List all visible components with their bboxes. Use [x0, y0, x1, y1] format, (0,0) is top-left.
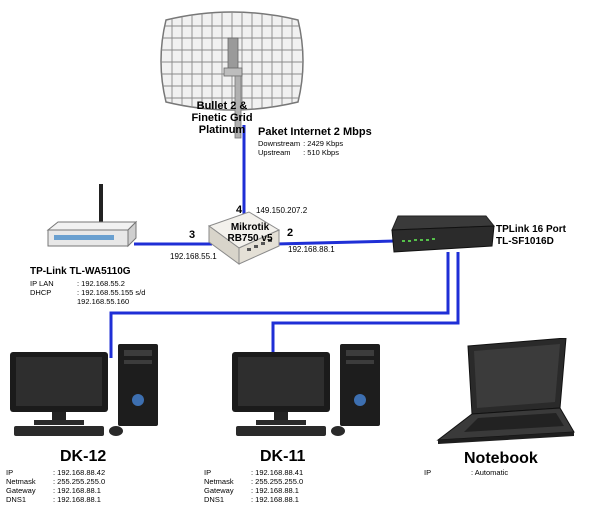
notebook-info: IP : Automatic [424, 468, 511, 477]
notebook-title: Notebook [464, 450, 538, 467]
dk11-row: Netmask : 255.255.255.0 [204, 477, 306, 486]
dk12-row-key: Netmask [6, 477, 36, 486]
dk11-table: IP : 192.168.88.41 Netmask : 255.255.255… [204, 468, 306, 504]
dk12-info: IP : 192.168.88.42 Netmask : 255.255.255… [6, 468, 108, 504]
desktop-computer-icon [232, 344, 380, 436]
ap-row: 192.168.55.160 [30, 297, 148, 306]
dk11-row-key: Netmask [204, 477, 234, 486]
notebook-table: IP : Automatic [424, 468, 511, 477]
dk12-title: DK-12 [60, 448, 107, 465]
ap-row: IP LAN : 192.168.55.2 [30, 279, 148, 288]
notebook-row-key: IP [424, 468, 432, 477]
dk12-row: Netmask : 255.255.255.0 [6, 477, 108, 486]
grid-antenna-icon [160, 11, 304, 139]
dk11-title: DK-11 [260, 448, 306, 465]
dk12-table: IP : 192.168.88.42 Netmask : 255.255.255… [6, 468, 108, 504]
antenna-label: Bullet 2 & Finetic Grid Platinum [182, 100, 262, 136]
antenna-label-line1: Bullet 2 & [196, 100, 248, 112]
antenna-label-line3: Platinum [198, 124, 246, 136]
dk11-row: IP : 192.168.88.41 [204, 468, 306, 477]
router-ip-wan: 149.150.207.2 [256, 206, 308, 215]
router-port-lan: 2 [287, 227, 294, 239]
router-ip-ap: 192.168.55.1 [170, 252, 217, 261]
dk12-row: Gateway : 192.168.88.1 [6, 486, 108, 495]
link-switch-dk11 [271, 252, 460, 358]
internet-package-table: Downstream : 2429 Kbps Upstream : 510 Kb… [258, 139, 346, 157]
dk12-row-value: : 192.168.88.1 [53, 495, 101, 504]
dk12-row-key: DNS1 [6, 495, 27, 504]
desktop-computer-icon [10, 344, 158, 436]
dk12-row-value: : 192.168.88.42 [53, 468, 106, 477]
switch-label: TPLink 16 Port TL-SF1016D [496, 224, 566, 248]
notebook-row-value: : Automatic [471, 468, 509, 477]
access-point-info: TP-Link TL-WA5110G IP LAN : 192.168.55.2… [30, 266, 148, 306]
access-point-icon [46, 184, 138, 248]
dk11-row-value: : 192.168.88.1 [251, 486, 299, 495]
ap-row-key: DHCP [30, 288, 52, 297]
dk12-row-key: Gateway [6, 486, 36, 495]
router-label: Mikrotik RB750 v5 [222, 222, 278, 244]
internet-row-key: Downstream [258, 139, 301, 148]
internet-row-value: : 2429 Kbps [303, 139, 344, 148]
ap-row-key: IP LAN [30, 279, 54, 288]
dk12-row-key: IP [6, 468, 14, 477]
access-point-table: IP LAN : 192.168.55.2 DHCP : 192.168.55.… [30, 279, 148, 306]
ap-row-value: : 192.168.55.2 [77, 279, 125, 288]
router-label-line1: Mikrotik [230, 222, 270, 233]
dk12-row: IP : 192.168.88.42 [6, 468, 108, 477]
internet-row-downstream: Downstream : 2429 Kbps [258, 139, 346, 148]
ap-row-value: 192.168.55.160 [77, 297, 130, 306]
antenna-label-line2: Finetic Grid [191, 112, 253, 124]
internet-package-title: Paket Internet 2 Mbps [258, 126, 372, 138]
dk12-row-value: : 255.255.255.0 [53, 477, 106, 486]
dk11-row-value: : 255.255.255.0 [251, 477, 304, 486]
router-icon [207, 211, 281, 265]
ap-row-key [30, 297, 77, 306]
link-router-switch [275, 239, 396, 246]
internet-package: Paket Internet 2 Mbps Downstream : 2429 … [258, 126, 372, 157]
router-port-wan: 4 [236, 204, 243, 216]
internet-row-value: : 510 Kbps [303, 148, 339, 157]
dk11-info: IP : 192.168.88.41 Netmask : 255.255.255… [204, 468, 306, 504]
ap-row-value: : 192.168.55.155 s/d [77, 288, 146, 297]
internet-row-key: Upstream [258, 148, 291, 157]
switch-icon [391, 215, 496, 253]
dk12-row-value: : 192.168.88.1 [53, 486, 101, 495]
dk11-row: Gateway : 192.168.88.1 [204, 486, 306, 495]
router-ip-lan: 192.168.88.1 [288, 245, 335, 254]
link-switch-dk12 [109, 252, 450, 358]
dk11-row-key: DNS1 [204, 495, 225, 504]
internet-row-upstream: Upstream : 510 Kbps [258, 148, 346, 157]
switch-label-line1: TPLink 16 Port [496, 224, 567, 235]
ap-row: DHCP : 192.168.55.155 s/d [30, 288, 148, 297]
access-point-title: TP-Link TL-WA5110G [30, 266, 131, 277]
dk11-row-value: : 192.168.88.1 [251, 495, 299, 504]
dk11-row-key: Gateway [204, 486, 234, 495]
laptop-icon [436, 338, 575, 444]
switch-label-line2: TL-SF1016D [496, 236, 554, 247]
dk11-row-value: : 192.168.88.41 [251, 468, 304, 477]
router-port-ap: 3 [189, 229, 196, 241]
dk11-row: DNS1 : 192.168.88.1 [204, 495, 306, 504]
dk11-row-key: IP [204, 468, 212, 477]
notebook-row: IP : Automatic [424, 468, 511, 477]
router-label-line2: RB750 v5 [227, 233, 273, 244]
dk12-row: DNS1 : 192.168.88.1 [6, 495, 108, 504]
